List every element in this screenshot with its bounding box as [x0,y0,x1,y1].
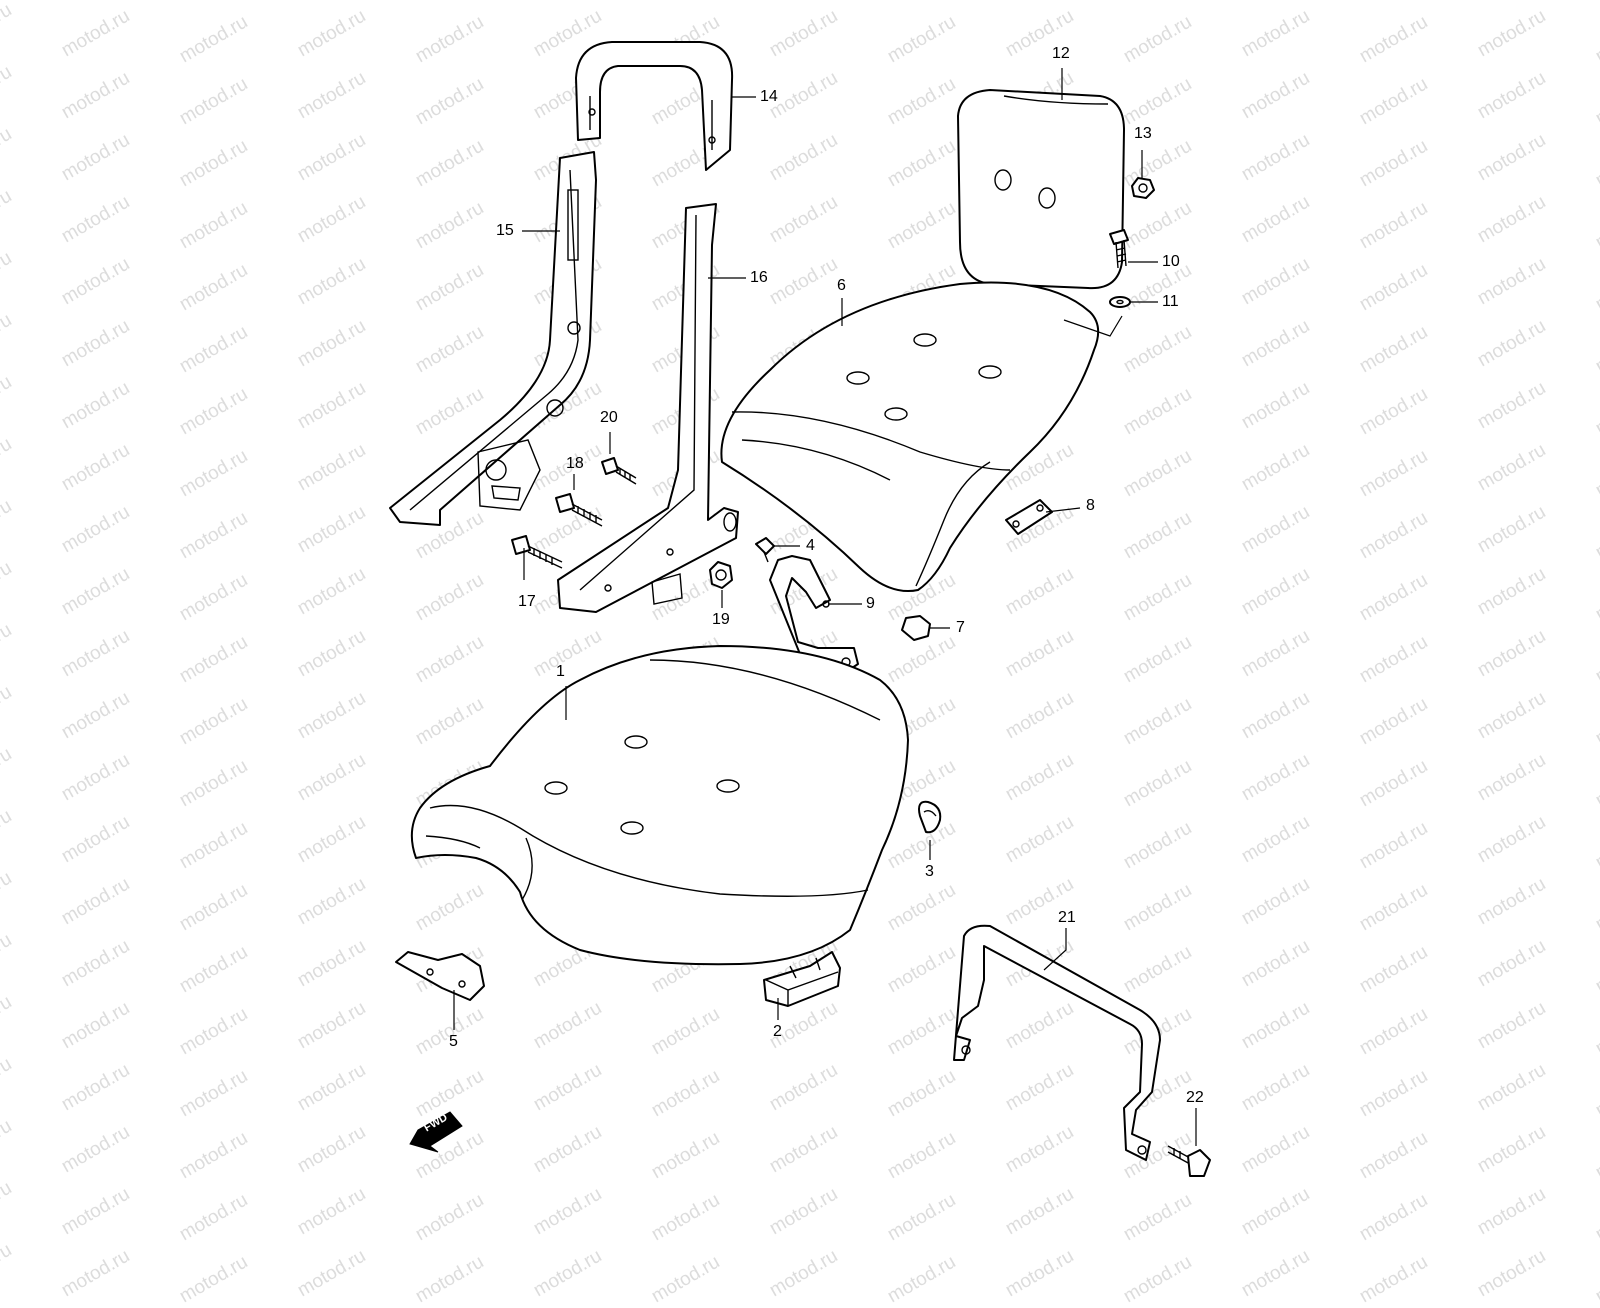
callout-3: 3 [925,863,934,880]
callout-6: 6 [837,277,846,294]
watermark-text: motod.ru [1238,1245,1314,1302]
callout-13: 13 [1134,125,1152,142]
callout-4: 4 [806,537,815,554]
watermark-text: motod.ru [1592,1251,1600,1308]
callout-10: 10 [1162,253,1180,270]
callout-11: 11 [1162,293,1179,310]
watermark-text: motod.ru [176,1251,252,1308]
callout-14: 14 [760,88,778,105]
callout-17: 17 [518,593,536,610]
part-3-cushion [918,800,942,834]
part-7-nut [901,615,931,641]
watermark-text: motod.ru [530,1245,606,1302]
callout-19: 19 [712,611,730,628]
fwd-arrow-icon [409,1111,463,1153]
callout-1: 1 [556,663,565,680]
watermark-text: motod.ru [412,1251,488,1308]
watermark-text: motod.ru [766,1245,842,1302]
callout-12: 12 [1052,45,1070,62]
callout-22: 22 [1186,1089,1204,1106]
leader-lines [453,68,1197,1146]
part-1-front-seat [410,645,909,966]
part-19-nut [709,561,733,589]
watermark-text: motod.ru [294,1245,370,1302]
parts-drawing [389,41,1211,1177]
callout-8: 8 [1086,497,1095,514]
part-5-bracket [395,951,485,1001]
callout-2: 2 [773,1023,782,1040]
callout-21: 21 [1058,909,1076,926]
part-4-bolt [755,537,775,563]
part-22-bolt [1167,1145,1211,1177]
part-13-nut [1131,177,1155,199]
watermark-text: motod.ru [1120,1251,1196,1308]
callout-9: 9 [866,595,875,612]
part-20-bolt [601,457,637,485]
part-16-right-backrest-stay [557,203,739,613]
part-21-grab-bar [953,924,1161,1161]
watermark-text: motod.ru [1356,1251,1432,1308]
callout-5: 5 [449,1033,458,1050]
part-8-bracket [1005,499,1053,535]
part-14-grab-handle [575,41,734,171]
callout-20: 20 [600,409,618,426]
part-15-left-backrest-stay [389,151,597,526]
part-10-bolt [1109,229,1129,269]
part-17-bolt [511,535,563,569]
watermark-text: motod.ru [0,1239,16,1296]
part-11-washer [1109,296,1131,308]
part-6-rear-seat [720,281,1100,592]
part-18-bolt [555,493,603,527]
part-2-damper-block [763,951,841,1007]
callout-18: 18 [566,455,584,472]
watermark-text: motod.ru [648,1251,724,1308]
watermark-text: motod.ru [884,1251,960,1308]
callout-16: 16 [750,269,768,286]
part-12-backrest-pad [957,89,1125,290]
watermark-text: motod.ru [1002,1245,1078,1302]
callout-7: 7 [956,619,965,636]
watermark-text: motod.ru [1474,1245,1550,1302]
watermark-text: motod.ru [58,1245,134,1302]
callout-15: 15 [496,222,514,239]
